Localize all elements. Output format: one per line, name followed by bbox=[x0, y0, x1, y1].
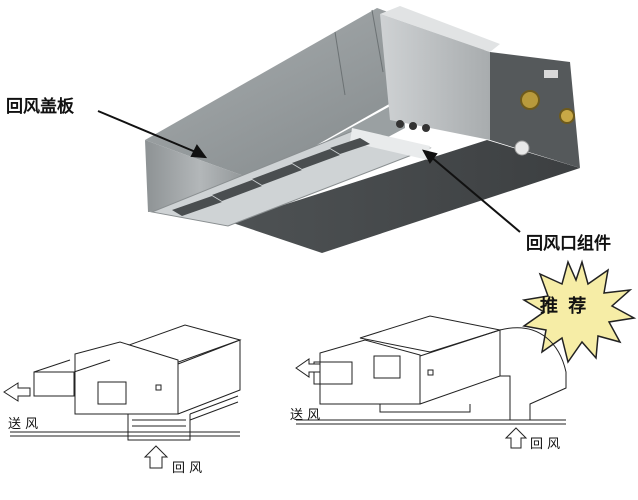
install-schematic-left bbox=[10, 324, 242, 441]
return-air-cover-label: 回风盖板 bbox=[6, 97, 74, 117]
arrow-up-outline-icon bbox=[504, 427, 528, 449]
arrow-left-outline-icon bbox=[3, 382, 31, 402]
fan-coil-unit-photo bbox=[145, 6, 580, 253]
unit-right-side bbox=[490, 52, 580, 168]
arrow-left-outline-icon bbox=[295, 358, 321, 378]
install-schematic-right bbox=[296, 315, 567, 425]
louver-slots bbox=[172, 138, 370, 216]
assembly-callout-line bbox=[429, 155, 521, 233]
return-air-label-left: 回 风 bbox=[172, 461, 203, 476]
starburst-icon bbox=[521, 259, 637, 364]
supply-air-label-left: 送 风 bbox=[8, 417, 39, 432]
recommended-badge-label: 推 荐 bbox=[540, 296, 589, 317]
return-air-assembly-label: 回风口组件 bbox=[526, 234, 611, 254]
drain-port bbox=[514, 140, 530, 156]
arrow-up-outline-icon bbox=[143, 445, 169, 469]
pipe-fitting-2 bbox=[559, 108, 575, 124]
supply-air-label-right: 送 风 bbox=[290, 408, 321, 423]
callout-lines bbox=[97, 110, 521, 233]
control-box bbox=[380, 14, 490, 140]
pipe-fitting-1 bbox=[520, 90, 540, 110]
cover-callout-line bbox=[97, 110, 199, 154]
unit-bottom-panel bbox=[230, 140, 580, 253]
return-air-label-right: 回 风 bbox=[530, 437, 561, 452]
